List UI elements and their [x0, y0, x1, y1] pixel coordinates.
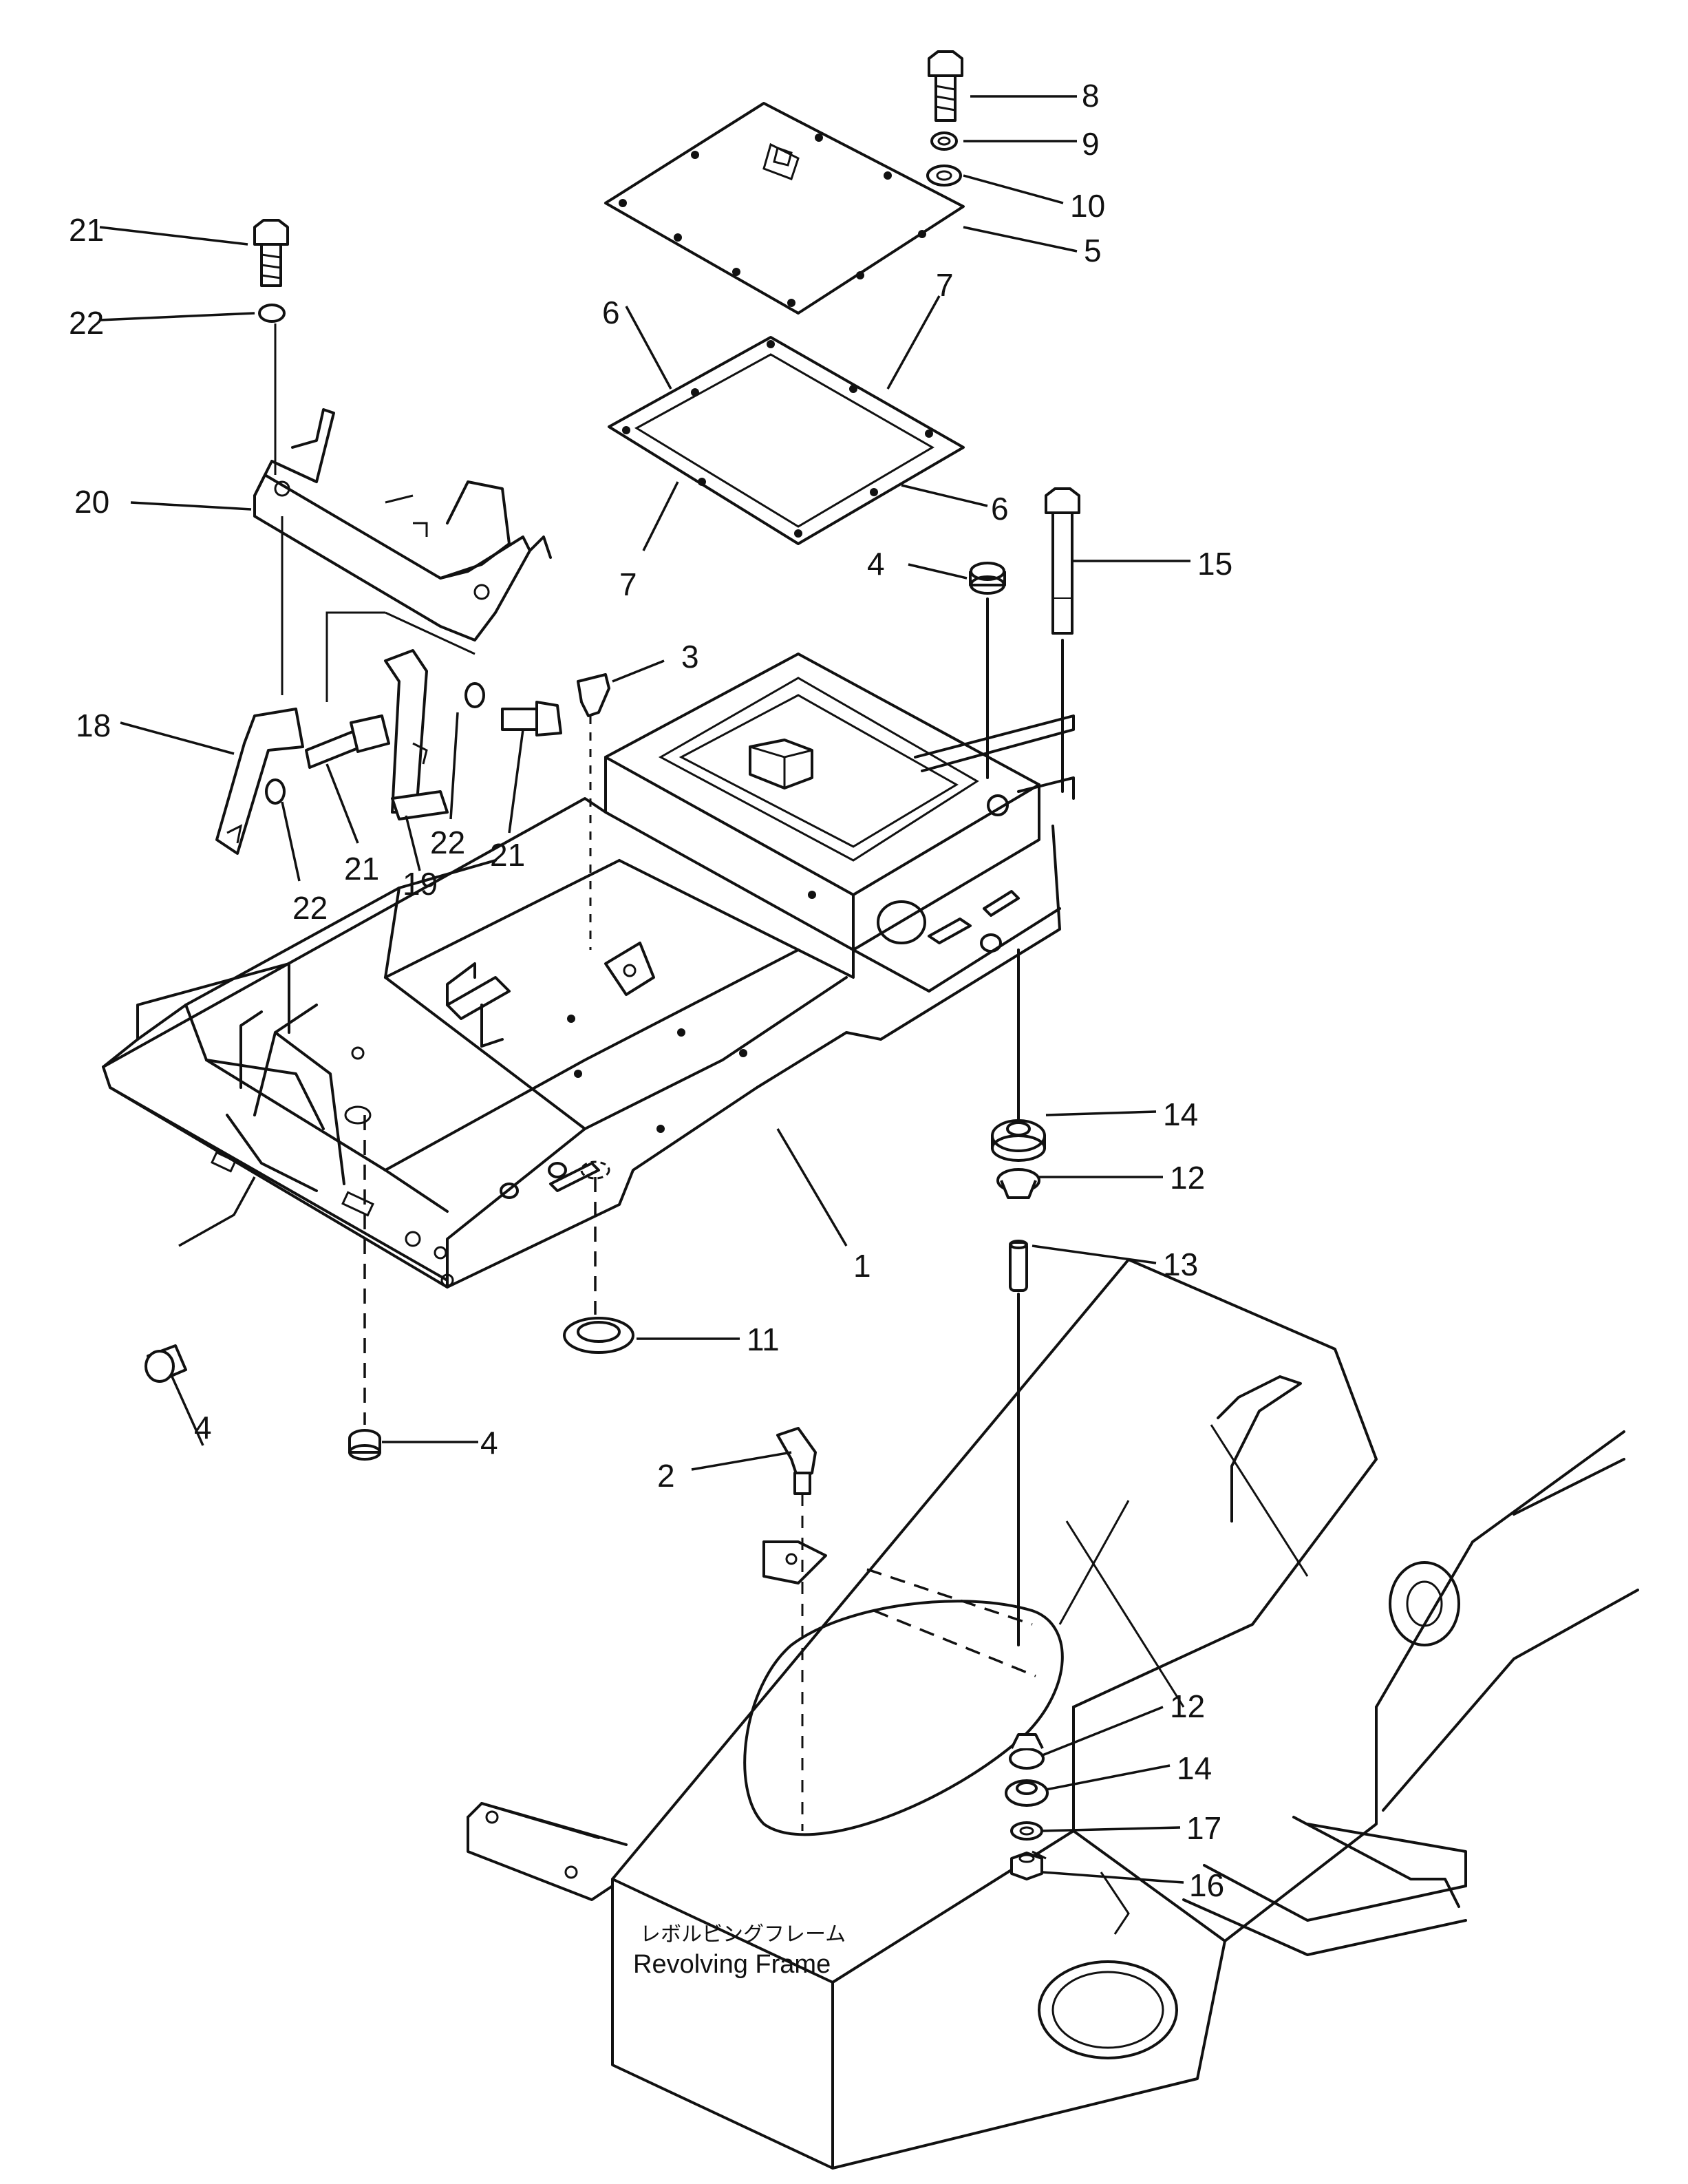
nut-16 [1010, 1852, 1043, 1880]
bracket-20 [253, 408, 552, 642]
main-frame [102, 653, 1075, 1289]
revolving-frame: レボルビングフレーム Revolving Frame [467, 1258, 1639, 2170]
callout-10: 10 [1070, 188, 1105, 224]
bolt-21-left [305, 714, 390, 769]
cushion-12-top [996, 1168, 1040, 1199]
callout-22-top: 22 [69, 305, 104, 341]
spring-washer-22-mid [464, 682, 485, 708]
callout-4-bottom: 4 [480, 1425, 498, 1461]
plug-4-bottom [348, 1429, 381, 1461]
callout-3: 3 [681, 639, 699, 675]
callout-8: 8 [1082, 78, 1100, 114]
callout-6-left: 6 [602, 295, 620, 330]
cushion-14-top [991, 1119, 1046, 1162]
callout-21-left: 21 [344, 851, 379, 887]
cushion-14-bottom [1005, 1779, 1049, 1807]
callout-15: 15 [1197, 546, 1232, 582]
cushion-12-bottom [1009, 1733, 1045, 1770]
washer-17 [1010, 1821, 1043, 1841]
leader-lines [99, 95, 1190, 1884]
bracket-19 [384, 649, 449, 820]
callout-14-bottom: 14 [1177, 1750, 1212, 1786]
plug-4-left [145, 1344, 187, 1383]
callout-13: 13 [1163, 1247, 1198, 1282]
callout-17: 17 [1186, 1810, 1221, 1846]
plug-4-top [969, 562, 1006, 595]
spring-washer-9 [930, 131, 958, 151]
callout-14-top: 14 [1163, 1096, 1198, 1132]
sleeve-13 [1009, 1240, 1028, 1292]
callout-7-bottom: 7 [619, 566, 637, 602]
callout-5: 5 [1084, 233, 1102, 268]
callout-12-bottom: 12 [1170, 1688, 1205, 1724]
washer-10 [926, 165, 962, 187]
callout-1: 1 [853, 1248, 871, 1284]
callout-21-top: 21 [69, 212, 104, 248]
bolt-8 [928, 50, 963, 122]
callout-9: 9 [1082, 126, 1100, 162]
callout-2: 2 [657, 1458, 675, 1494]
callout-4-top: 4 [867, 546, 885, 582]
callout-7-top: 7 [936, 267, 954, 303]
callout-11: 11 [747, 1322, 780, 1357]
bolt-21-top [253, 219, 289, 287]
callout-16: 16 [1189, 1867, 1224, 1903]
spring-washer-22-left [265, 778, 286, 805]
revolving-frame-label-jp: レボルビングフレーム [640, 1922, 846, 1947]
callout-6-right: 6 [991, 491, 1009, 527]
callout-4-left: 4 [194, 1410, 212, 1445]
callout-18: 18 [76, 708, 111, 743]
callout-22-mid: 22 [430, 825, 465, 860]
grease-elbow-2 [776, 1427, 817, 1831]
grommet-11 [563, 1317, 634, 1354]
revolving-frame-label-en: Revolving Frame [633, 1950, 831, 1979]
callout-22-left: 22 [292, 890, 328, 926]
long-bolt-15 [1045, 487, 1080, 793]
bracket-18 [215, 708, 304, 855]
cover-plate [604, 102, 965, 315]
callout-labels: 1 2 3 4 4 4 5 6 6 7 7 8 9 10 11 12 12 13… [69, 78, 1232, 1903]
spring-washer-22-top [258, 304, 286, 323]
gasket [608, 336, 965, 545]
callout-21-right: 21 [490, 837, 525, 873]
bolt-21-right [501, 701, 562, 736]
callout-12-top: 12 [1170, 1160, 1205, 1196]
callout-20: 20 [74, 484, 109, 520]
callout-19: 19 [403, 866, 438, 902]
plug-3 [577, 673, 610, 950]
